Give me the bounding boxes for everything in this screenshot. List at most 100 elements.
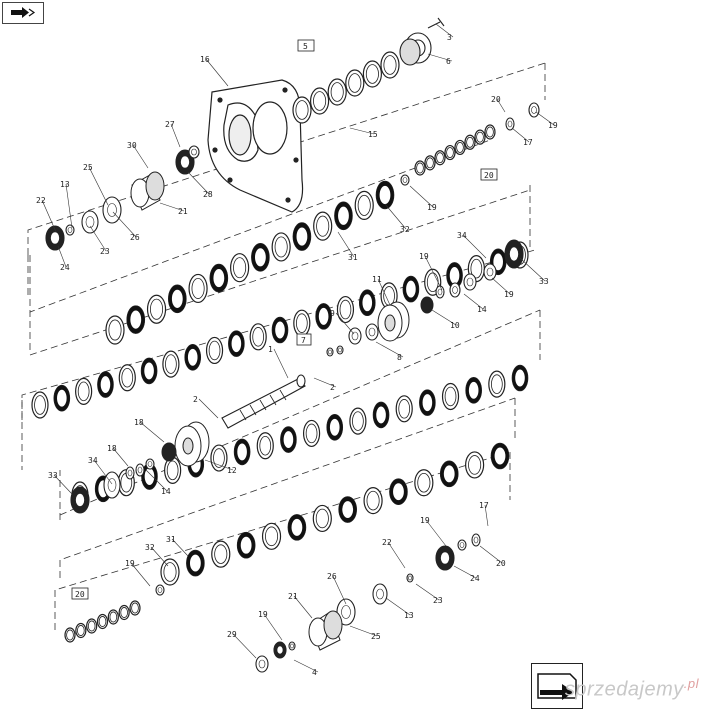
corner-nav-button[interactable]: [2, 2, 44, 24]
callout: 16: [200, 55, 229, 87]
ring: [327, 78, 347, 106]
callout-number: 19: [420, 516, 430, 525]
ring: [395, 395, 413, 423]
callout-number: 17: [523, 138, 533, 147]
callout: 11: [372, 275, 391, 306]
ring: [326, 413, 344, 441]
callout-number: 20: [496, 559, 506, 568]
ring: [271, 316, 289, 344]
ring: [287, 514, 307, 541]
next-page-button[interactable]: [531, 663, 583, 709]
washer: [125, 466, 135, 480]
ring: [107, 609, 119, 625]
callout: 34: [457, 231, 487, 259]
callout: 3: [435, 23, 454, 42]
callout-number: 22: [36, 196, 46, 205]
washer: [449, 282, 461, 298]
callout: 23: [89, 225, 110, 256]
callout-number: 15: [368, 130, 378, 139]
box-5-label: 5: [303, 42, 308, 51]
main-shaft-part-1: [221, 374, 306, 429]
ring: [211, 540, 231, 568]
callout: 19: [491, 277, 514, 299]
ring: [205, 336, 224, 365]
ring: [375, 180, 395, 210]
callout-number: 34: [457, 231, 467, 240]
callout-number: 34: [88, 456, 98, 465]
ring: [312, 504, 332, 533]
ring: [236, 531, 256, 559]
callout: 9: [330, 309, 355, 335]
washer: [326, 347, 334, 357]
ring: [345, 69, 365, 97]
callout-number: 19: [419, 252, 429, 261]
callout: 26: [327, 572, 347, 605]
callout-number: 21: [288, 592, 298, 601]
callout: 23: [415, 583, 443, 605]
callout-number: 27: [165, 120, 175, 129]
ring: [414, 160, 426, 176]
callout-number: 6: [446, 57, 451, 66]
callout: 20: [479, 545, 506, 568]
ring: [490, 442, 510, 470]
ring: [402, 275, 420, 303]
ring: [251, 243, 270, 272]
ring: [168, 284, 187, 314]
callout: 18: [107, 444, 129, 467]
ring: [315, 303, 332, 330]
callout-number: 24: [60, 263, 70, 272]
callout-number: 9: [330, 309, 335, 318]
ring: [186, 549, 205, 577]
ring: [129, 600, 141, 616]
ring: [292, 222, 312, 251]
callout-number: 23: [433, 596, 443, 605]
ring: [439, 460, 459, 488]
callout-number: 1: [268, 345, 273, 354]
washer: [457, 539, 467, 551]
callout: 8: [375, 341, 404, 362]
watermark-suffix: .pl: [683, 676, 699, 692]
ring: [380, 51, 400, 79]
washer: [483, 263, 497, 281]
washer: [135, 463, 145, 477]
callout-number: 26: [130, 233, 140, 242]
gear-part-12: [161, 421, 210, 467]
ring: [141, 463, 158, 490]
callout-number: 26: [327, 572, 337, 581]
ring: [118, 364, 136, 392]
callout: 33: [519, 257, 549, 286]
washer: [435, 285, 445, 299]
callout: 6: [427, 53, 453, 66]
ring: [64, 627, 76, 643]
gear-part-11: [377, 296, 434, 342]
clutch-part-21-lower: [308, 610, 343, 651]
ring: [424, 155, 436, 171]
ring: [184, 343, 202, 371]
transmission-housing: [207, 79, 304, 213]
washer: [155, 584, 165, 596]
washer: [365, 323, 379, 341]
flange-part-6: [399, 17, 445, 66]
washer: [188, 145, 200, 159]
ring: [75, 622, 87, 639]
callout: 29: [227, 630, 257, 659]
washer: [45, 225, 65, 251]
callout: 22: [382, 538, 406, 569]
callout: 14: [145, 469, 171, 496]
box-7-label: 7: [301, 336, 306, 345]
washer: [504, 239, 524, 269]
callout: 15: [349, 127, 378, 139]
callout: 26: [112, 211, 140, 242]
callout-number: 20: [491, 95, 501, 104]
ring: [362, 60, 382, 88]
callout-number: 12: [227, 466, 237, 475]
callout-number: 14: [477, 305, 487, 314]
ring: [334, 201, 353, 231]
callout: 24: [57, 245, 70, 272]
callout-number: 23: [100, 247, 110, 256]
callout: 10: [431, 309, 460, 330]
callout-number: 19: [125, 559, 135, 568]
callout: 24: [453, 565, 480, 583]
washer: [435, 545, 455, 571]
